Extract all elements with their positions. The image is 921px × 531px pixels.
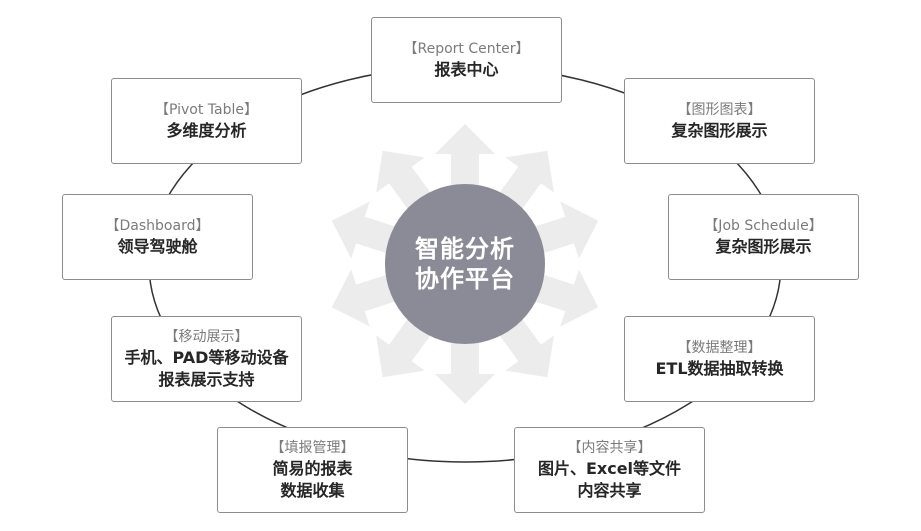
node-tag: 【图形图表】 [677, 102, 762, 118]
center-line-2: 协作平台 [415, 265, 515, 293]
node-tag: 【移动展示】 [164, 329, 249, 345]
node-label-line-1: 简易的报表 [272, 459, 353, 478]
node-tag: 【Dashboard】 [105, 218, 210, 234]
node-label-line-2: 内容共享 [577, 481, 642, 500]
node-label-line-2: 数据收集 [280, 481, 345, 500]
node-label: 领导驾驶舱 [117, 237, 198, 256]
radial-arrow [435, 124, 495, 204]
node-label: 报表中心 [434, 60, 499, 79]
node-report-center: 【Report Center】 报表中心 [371, 17, 562, 103]
node-data-cleanup: 【数据整理】 ETL数据抽取转换 [624, 316, 815, 402]
center-line-1: 智能分析 [415, 235, 515, 263]
node-fill-report: 【填报管理】 简易的报表 数据收集 [217, 427, 408, 513]
node-content-share: 【内容共享】 图片、Excel等文件 内容共享 [514, 427, 705, 513]
node-label: ETL数据抽取转换 [655, 359, 784, 378]
node-mobile: 【移动展示】 手机、PAD等移动设备 报表展示支持 [111, 316, 302, 402]
node-dashboard: 【Dashboard】 领导驾驶舱 [62, 194, 253, 280]
node-label: 复杂图形展示 [671, 121, 768, 140]
node-tag: 【数据整理】 [677, 340, 762, 356]
node-job-schedule: 【Job Schedule】 复杂图形展示 [668, 194, 859, 280]
node-label-line-2: 报表展示支持 [158, 370, 255, 389]
node-label: 多维度分析 [166, 121, 247, 140]
node-label-line-1: 手机、PAD等移动设备 [124, 348, 289, 367]
node-graphics: 【图形图表】 复杂图形展示 [624, 78, 815, 164]
node-pivot-table: 【Pivot Table】 多维度分析 [111, 78, 302, 164]
node-label-line-1: 图片、Excel等文件 [537, 459, 682, 478]
node-tag: 【填报管理】 [270, 440, 355, 456]
node-tag: 【Pivot Table】 [154, 102, 259, 118]
node-tag: 【Report Center】 [403, 41, 530, 57]
radial-arrow [435, 324, 495, 404]
node-tag: 【Job Schedule】 [704, 218, 823, 234]
node-label: 复杂图形展示 [715, 237, 812, 256]
node-tag: 【内容共享】 [567, 440, 652, 456]
center-circle: 智能分析 协作平台 [385, 184, 545, 344]
